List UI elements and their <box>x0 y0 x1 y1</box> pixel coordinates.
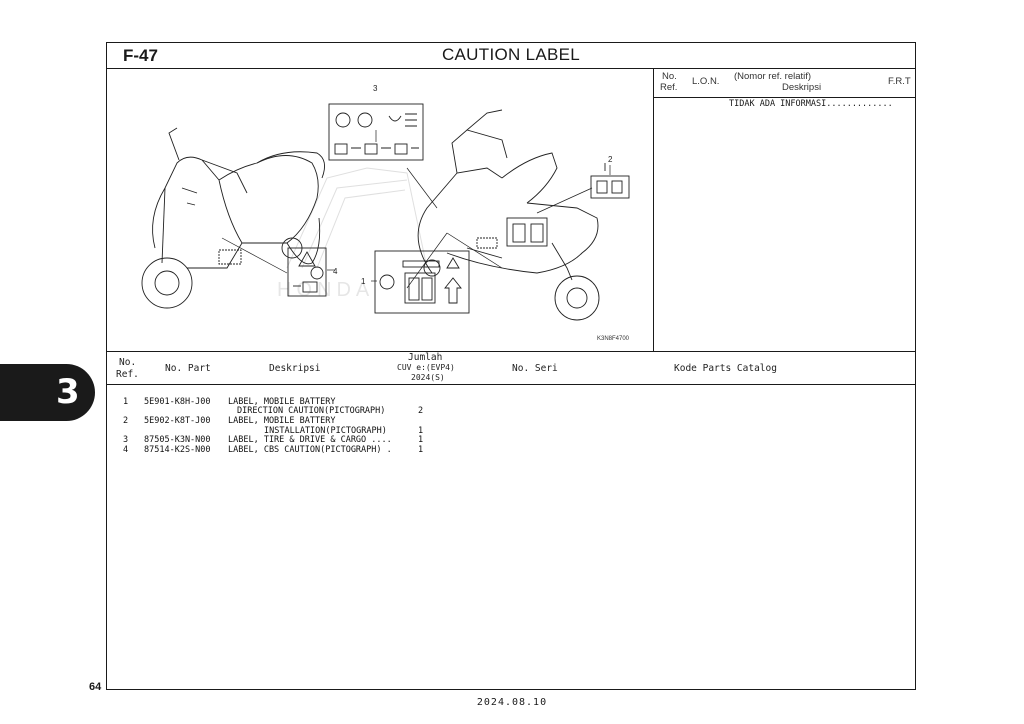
ref-col-no: No. <box>662 71 677 82</box>
scooter-diagram: HONDA <box>141 84 630 342</box>
parts-table-header: No. Ref. No. Part Deskripsi Jumlah CUV e… <box>107 351 915 385</box>
th-year: 2024(S) <box>411 373 445 382</box>
th-ref: Ref. <box>116 369 139 380</box>
leader-lines <box>221 130 611 289</box>
left-scooter <box>141 127 326 309</box>
page-frame: F-47 CAUTION LABEL HONDA <box>106 42 916 690</box>
ref-col-frt: F.R.T <box>888 76 911 87</box>
th-desc: Deskripsi <box>269 363 321 374</box>
row-3-ref: 3 <box>123 435 129 445</box>
row-2-part: 5E902-K8T-J00 <box>144 416 211 426</box>
callout-3: 3 <box>373 84 378 93</box>
label-3-tire-cargo <box>328 103 424 161</box>
row-3-desc: LABEL, TIRE & DRIVE & CARGO .... <box>228 435 392 445</box>
row-1-desc-2: DIRECTION CAUTION(PICTOGRAPH) <box>237 406 386 416</box>
row-4-part: 87514-K2S-N00 <box>144 445 211 455</box>
row-4-ref: 4 <box>123 445 129 455</box>
row-1-ref: 1 <box>123 397 129 407</box>
th-seri: No. Seri <box>512 363 558 374</box>
ref-col-nomor: (Nomor ref. relatif) <box>734 71 812 82</box>
row-4-qty: 1 <box>418 445 424 455</box>
th-model: CUV e:(EVP4) <box>397 363 455 372</box>
row-1-part: 5E901-K8H-J00 <box>144 397 211 407</box>
row-4-desc: LABEL, CBS CAUTION(PICTOGRAPH) . <box>228 445 392 455</box>
ref-info-text: TIDAK ADA INFORMASI............. <box>729 99 893 109</box>
row-2-ref: 2 <box>123 416 129 426</box>
ref-col-lon: L.O.N. <box>692 76 720 87</box>
ref-divider <box>654 97 916 98</box>
row-2-desc-2: INSTALLATION(PICTOGRAPH) <box>264 426 387 436</box>
th-part: No. Part <box>165 363 211 374</box>
right-scooter <box>417 109 600 321</box>
watermark-text: HONDA <box>277 279 374 301</box>
ref-col-ref: Ref. <box>660 82 678 93</box>
callout-4: 4 <box>333 267 338 276</box>
th-jumlah: Jumlah <box>408 352 443 363</box>
figure-title: CAUTION LABEL <box>441 45 581 64</box>
print-date: 2024.08.10 <box>476 697 548 708</box>
row-3-qty: 1 <box>418 435 424 445</box>
th-catalog: Kode Parts Catalog <box>674 363 777 374</box>
honda-watermark: HONDA <box>277 167 428 301</box>
row-2-qty: 1 <box>418 426 424 436</box>
page-number: 64 <box>89 681 102 693</box>
chapter-tab: 3 <box>0 364 95 421</box>
drawing-code: K3N8F4700 <box>597 336 630 342</box>
reference-panel: No. Ref. L.O.N. (Nomor ref. relatif) Des… <box>654 68 916 351</box>
exploded-illustration: HONDA <box>107 68 654 351</box>
label-2-battery-installation <box>590 163 630 199</box>
label-1-battery-direction <box>374 250 470 314</box>
row-2-desc: LABEL, MOBILE BATTERY <box>228 416 336 426</box>
row-3-part: 87505-K3N-N00 <box>144 435 211 445</box>
ref-col-deskripsi: Deskripsi <box>782 82 822 93</box>
callout-1: 1 <box>361 277 366 286</box>
label-4-cbs-caution <box>287 247 327 297</box>
th-no: No. <box>119 357 137 368</box>
figure-header: F-47 CAUTION LABEL <box>107 43 915 69</box>
figure-code: F-47 <box>123 46 158 65</box>
row-1-desc: LABEL, MOBILE BATTERY <box>228 397 336 407</box>
chapter-number: 3 <box>56 372 80 412</box>
row-1-qty: 2 <box>418 406 424 416</box>
callout-2: 2 <box>608 155 613 164</box>
